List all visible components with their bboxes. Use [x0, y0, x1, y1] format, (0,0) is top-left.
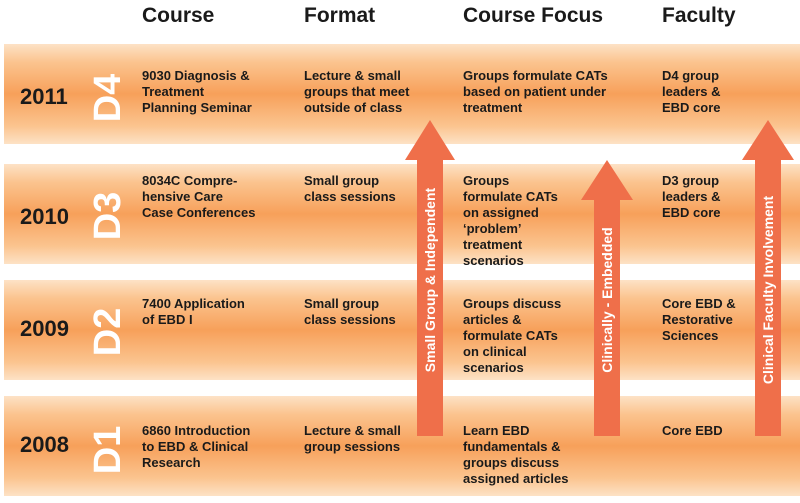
course-cell: 9030 Diagnosis & Treatment Planning Semi…: [142, 68, 252, 115]
focus-cell: Learn EBD fundamentals & groups discuss …: [463, 423, 569, 486]
faculty-cell: Core EBD & Restorative Sciences: [662, 296, 736, 343]
clinically-embedded-arrow: [581, 160, 633, 436]
faculty-cell: D4 group leaders & EBD core: [662, 68, 721, 115]
small-group-arrow: [405, 120, 455, 436]
level-label: D4: [86, 73, 129, 123]
format-cell: Lecture & small group sessions: [304, 423, 401, 454]
year-label: 2010: [20, 204, 69, 229]
faculty-involvement-arrow-label: Clinical Faculty Involvement: [760, 195, 776, 385]
year-label: 2009: [20, 316, 69, 341]
row-band-2008: [4, 396, 800, 496]
header-course-focus: Course Focus: [463, 4, 604, 27]
header-faculty: Faculty: [662, 4, 736, 27]
focus-cell: Groups discuss articles & formulate CATs…: [463, 296, 562, 375]
header-course: Course: [142, 4, 215, 27]
row-band-2010: [4, 164, 800, 264]
clinically-embedded-arrow-label: Clinically - Embedded: [599, 227, 615, 373]
level-label: D1: [86, 425, 129, 475]
faculty-cell: Core EBD: [662, 423, 723, 438]
format-cell: Small group class sessions: [304, 173, 396, 204]
year-label: 2011: [20, 84, 68, 109]
header-format: Format: [304, 4, 376, 27]
course-cell: 6860 Introduction to EBD & Clinical Rese…: [142, 423, 251, 470]
year-label: 2008: [20, 432, 69, 457]
level-label: D2: [86, 307, 129, 357]
faculty-cell: D3 group leaders & EBD core: [662, 173, 721, 220]
focus-cell: Groups formulate CATs on assigned ‘probl…: [463, 173, 558, 268]
focus-cell: Groups formulate CATs based on patient u…: [463, 68, 608, 115]
course-cell: 7400 Application of EBD I: [142, 296, 245, 327]
row-band-2009: [4, 280, 800, 380]
course-cell: 8034C Compre- hensive Care Case Conferen…: [142, 173, 256, 220]
row-band-2011: [4, 44, 800, 144]
format-cell: Small group class sessions: [304, 296, 396, 327]
faculty-involvement-arrow: [742, 120, 794, 436]
level-label: D3: [86, 191, 129, 241]
small-group-arrow-label: Small Group & Independent: [422, 187, 438, 373]
format-cell: Lecture & small groups that meet outside…: [304, 68, 410, 115]
